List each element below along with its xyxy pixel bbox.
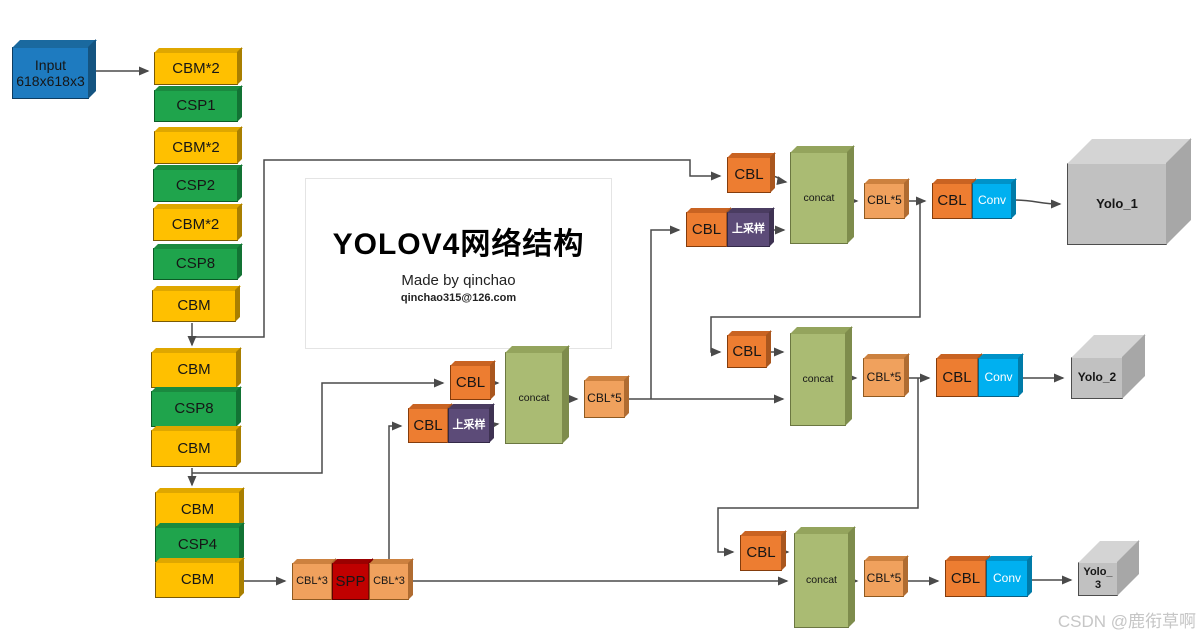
backbone-stack1-cbm2-c: CBM*2 [153, 208, 238, 241]
node-label: 3 [1094, 579, 1102, 591]
node-label: CBM [180, 500, 215, 518]
backbone-stack1-csp1: CSP1 [154, 90, 238, 122]
diagram-subtitle: Made by qinchao [401, 272, 516, 289]
cbl5-node-1: CBL*5 [584, 380, 625, 418]
head1-conv: Conv [972, 183, 1012, 219]
node-label: CSP2 [175, 176, 216, 194]
head2-conv: Conv [978, 358, 1019, 397]
diagram-email: qinchao315@126.com [400, 292, 517, 304]
backbone-stack3-cbm-b: CBM [155, 562, 240, 598]
node-label: CBM [177, 361, 211, 379]
cbl5-node-2: CBL*5 [864, 183, 905, 219]
cbl-down-branch2: CBL [740, 535, 782, 571]
node-label: CBL [937, 192, 967, 210]
backbone-stack1-cbm2-a: CBM*2 [154, 52, 238, 85]
node-label: CBM*2 [172, 59, 220, 77]
node-label: CBL [455, 373, 486, 391]
neck-cbl-pre-upsample1: CBL [408, 408, 448, 443]
node-label: CBL [746, 544, 776, 562]
node-label: 上采样 [452, 419, 486, 432]
node-label: SPP [335, 572, 366, 590]
neck-cbl-route38: CBL [450, 365, 491, 400]
backbone-stack1-cbm2-b: CBM*2 [154, 131, 238, 164]
csdn-watermark: CSDN @鹿衔草啊 [1057, 612, 1196, 631]
node-label: 上采样 [732, 223, 765, 236]
upsample1-node: 上采样 [448, 408, 490, 443]
backbone-stack1-csp2: CSP2 [153, 169, 238, 202]
input-node: Input 618x618x3 [12, 47, 89, 99]
node-label: CBL*3 [373, 575, 405, 588]
backbone-stack3-cbm-a: CBM [155, 492, 240, 527]
node-label: CBM [177, 297, 211, 315]
node-label: CBM*2 [172, 138, 220, 156]
wire-route38-to-cbl [192, 378, 445, 474]
node-label: CBL*5 [587, 391, 622, 406]
yolo1-output: Yolo_1 [1067, 163, 1167, 245]
node-label: Conv [984, 369, 1013, 384]
cbl-pre-upsample2: CBL [686, 212, 727, 247]
backbone-stack1-csp8: CSP8 [153, 248, 238, 280]
upsample2-node: 上采样 [727, 212, 770, 247]
wire-route76-to-top-cbl [192, 159, 722, 338]
node-label: CBL*3 [296, 575, 328, 588]
backbone-stack2-cbm-b: CBM [151, 430, 237, 467]
concat1-node: concat [505, 352, 563, 444]
wire-conv1-to-yolo1 [1012, 199, 1062, 209]
head1-cbl: CBL [932, 183, 972, 219]
cbl5-node-3: CBL*5 [863, 358, 905, 397]
yolo2-output: Yolo_2 [1071, 357, 1123, 399]
node-label: CBL [942, 368, 972, 386]
cbl-down-branch1: CBL [727, 335, 767, 368]
node-label: Conv [977, 193, 1006, 208]
head3-conv: Conv [986, 560, 1028, 597]
spp-node: SPP [332, 563, 369, 600]
node-label: Yolo_2 [1077, 370, 1117, 385]
backbone-stack3-csp4: CSP4 [155, 527, 240, 562]
input-label-line1: Input [34, 56, 67, 73]
wire-cbl5a-up-to-cbl [650, 225, 681, 399]
wire-branch-down-to-cbl-g [717, 378, 919, 557]
node-label: CBL [732, 342, 762, 360]
input-label-line2: 618x618x3 [16, 73, 85, 89]
backbone-stack2-csp8: CSP8 [151, 391, 237, 427]
node-label: CBL*5 [866, 369, 902, 384]
top-cbl-route76: CBL [727, 157, 771, 193]
node-label: CSP4 [177, 535, 218, 553]
node-label: CSP8 [174, 400, 214, 418]
node-label: CBM*2 [171, 215, 220, 233]
node-label: CBM [177, 439, 211, 457]
node-label: CBL [691, 220, 722, 238]
node-label: Yolo_ [1083, 566, 1113, 579]
spp-cbl3-left: CBL*3 [292, 563, 332, 600]
backbone-stack1-cbm: CBM [152, 290, 236, 322]
node-label: CBL [950, 569, 981, 587]
node-label: CBL*5 [866, 570, 902, 585]
concat4-node: concat [794, 533, 849, 628]
head2-cbl: CBL [936, 358, 978, 397]
concat2-node: concat [790, 152, 848, 244]
node-label: CSP1 [176, 97, 216, 115]
yolo3-output: Yolo_ 3 [1078, 562, 1118, 596]
cbl5-node-4: CBL*5 [864, 560, 904, 597]
concat3-node: concat [790, 333, 846, 426]
node-label: concat [802, 373, 834, 386]
node-label: CBM [180, 571, 215, 589]
title-panel: YOLOV4网络结构 Made by qinchao qinchao315@12… [305, 178, 612, 349]
diagram-title: YOLOV4网络结构 [332, 228, 585, 261]
node-label: CSP8 [175, 255, 216, 273]
spp-cbl3-right: CBL*3 [369, 563, 409, 600]
node-label: Conv [992, 570, 1021, 585]
node-label: CBL [734, 166, 764, 184]
node-label: concat [803, 191, 835, 204]
node-label: CBL*5 [867, 193, 902, 208]
node-label: concat [806, 574, 837, 587]
wire-spp-to-upsample-cbl [388, 421, 403, 562]
node-label: Yolo_1 [1096, 195, 1138, 211]
node-label: concat [518, 391, 550, 404]
backbone-stack2-cbm-a: CBM [151, 352, 237, 388]
head3-cbl: CBL [945, 560, 986, 597]
node-label: CBL [413, 416, 443, 434]
wire-branch-down-to-cbl-e [710, 201, 921, 357]
